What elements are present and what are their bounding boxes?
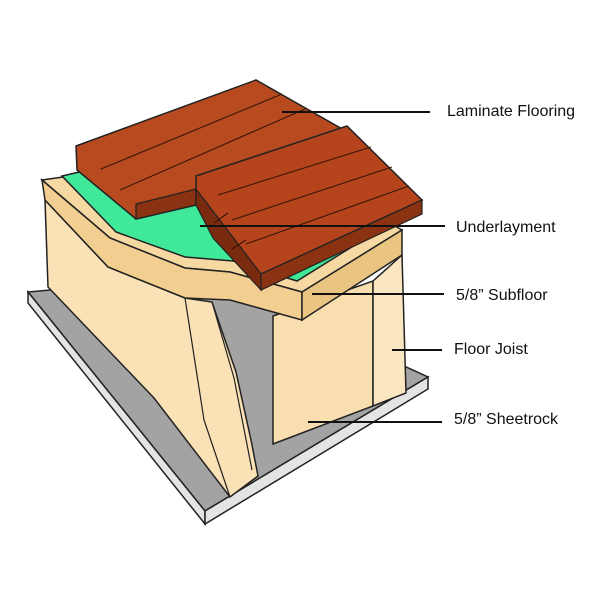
laminate-plank-seams xyxy=(100,93,410,250)
joist-bend-line xyxy=(211,301,253,471)
joist-front-ridge xyxy=(184,297,231,498)
leader-lines xyxy=(200,111,445,423)
label-laminate-flooring: Laminate Flooring xyxy=(447,103,576,120)
subfloor-right-edge xyxy=(301,228,403,322)
label-subfloor: 5/8” Subfloor xyxy=(456,287,548,304)
label-underlayment: Underlayment xyxy=(456,219,556,236)
laminate-side-edge xyxy=(195,187,262,292)
label-sheetrock: 5/8” Sheetrock xyxy=(454,411,559,428)
laminate-layer xyxy=(75,79,424,292)
label-floor-joist: Floor Joist xyxy=(454,341,528,358)
laminate-front-edge xyxy=(260,199,423,291)
joist-right-face xyxy=(372,253,407,408)
